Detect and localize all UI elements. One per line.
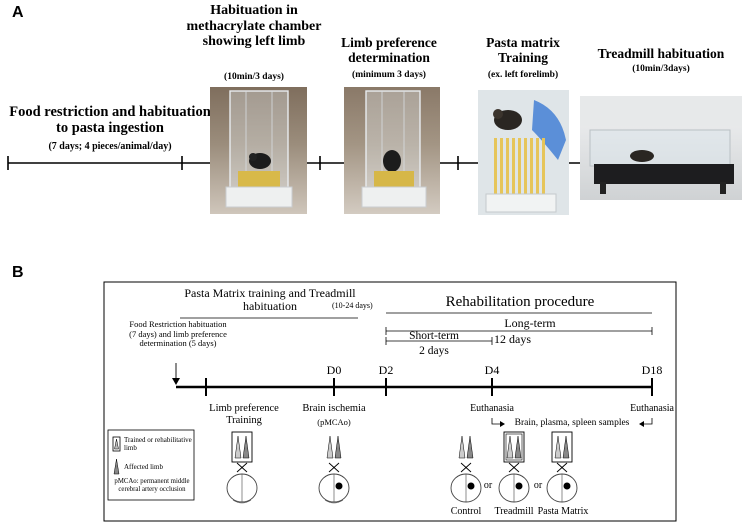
stage-4-detail: (ex. left forelimb) (487, 70, 559, 80)
stage-4-title: Pasta matrix Training (486, 35, 560, 66)
food-restriction-note: Food Restriction habituation (7 days) an… (129, 319, 227, 349)
day-label-d2: D2 (378, 363, 394, 377)
legend-pmcao: pMCAo: permanent middle cerebral artery … (114, 478, 190, 493)
samples-label: Brain, plasma, spleen samples (514, 418, 630, 428)
photo-methacrylate-chamber (210, 87, 307, 214)
stage-5-detail: (10min/3days) (632, 64, 690, 74)
group-treadmill: Treadmill (494, 506, 534, 517)
stage-2-detail: (10min/3 days) (224, 72, 284, 82)
day-label-d4: D4 (484, 363, 500, 377)
euthanasia-d18: Euthanasia (630, 403, 674, 414)
samples-arrow-right (642, 418, 653, 425)
legend-affected: Affected limb (124, 463, 163, 471)
stage-2-title: Habituation in methacrylate chamber show… (186, 3, 322, 50)
legend-box (107, 429, 195, 501)
rehab-title: Rehabilitation procedure (445, 294, 595, 310)
schematic-limb-pref (226, 431, 258, 504)
short-term-label: Short-term (409, 330, 459, 342)
photo-treadmill (580, 96, 742, 200)
panel-a-label: A (12, 4, 24, 21)
affected-limb-icon (113, 458, 120, 475)
stage-1-detail: (7 days; 4 pieces/animal/day) (48, 141, 172, 152)
group-control: Control (450, 506, 482, 517)
panel-b-frame (103, 281, 677, 522)
day-label-d18: D18 (641, 363, 663, 377)
stage-3-detail: (minimum 3 days) (352, 70, 426, 80)
schematic-treadmill (498, 431, 530, 503)
photo-pasta-matrix (478, 90, 569, 215)
schematic-pasta-matrix (546, 431, 578, 503)
long-term-days: 12 days (494, 332, 531, 346)
photo-limb-preference (344, 87, 440, 214)
schematic-ischemia (318, 435, 350, 504)
ischemia-abbr: (pMCAo) (317, 417, 351, 427)
legend-trained: Trained or rehabilitative limb (124, 436, 192, 452)
stage-3-title: Limb preference determination (341, 35, 437, 66)
schematic-control (450, 435, 482, 503)
group-pasta-matrix: Pasta Matrix (537, 506, 589, 517)
panel-b-label: B (12, 264, 24, 281)
samples-arrow-left (491, 418, 502, 425)
stage-1-title: Food restriction and habituation to past… (9, 104, 211, 137)
ischemia-label: Brain ischemia (302, 403, 366, 414)
pasta-training-title: Pasta Matrix training and Treadmill habi… (184, 286, 356, 314)
stage-5-title: Treadmill habituation (597, 46, 725, 61)
long-term-label: Long-term (504, 316, 556, 330)
or-label-2: or (533, 480, 543, 491)
limb-preference-label: Limb preference Training (209, 403, 279, 426)
short-term-days: 2 days (419, 345, 449, 357)
euthanasia-d4: Euthanasia (470, 403, 514, 414)
day-label-d0: D0 (326, 363, 342, 377)
or-label-1: or (483, 480, 493, 491)
trained-limb-icon (112, 436, 121, 452)
pasta-training-detail: (10-24 days) (332, 301, 373, 310)
